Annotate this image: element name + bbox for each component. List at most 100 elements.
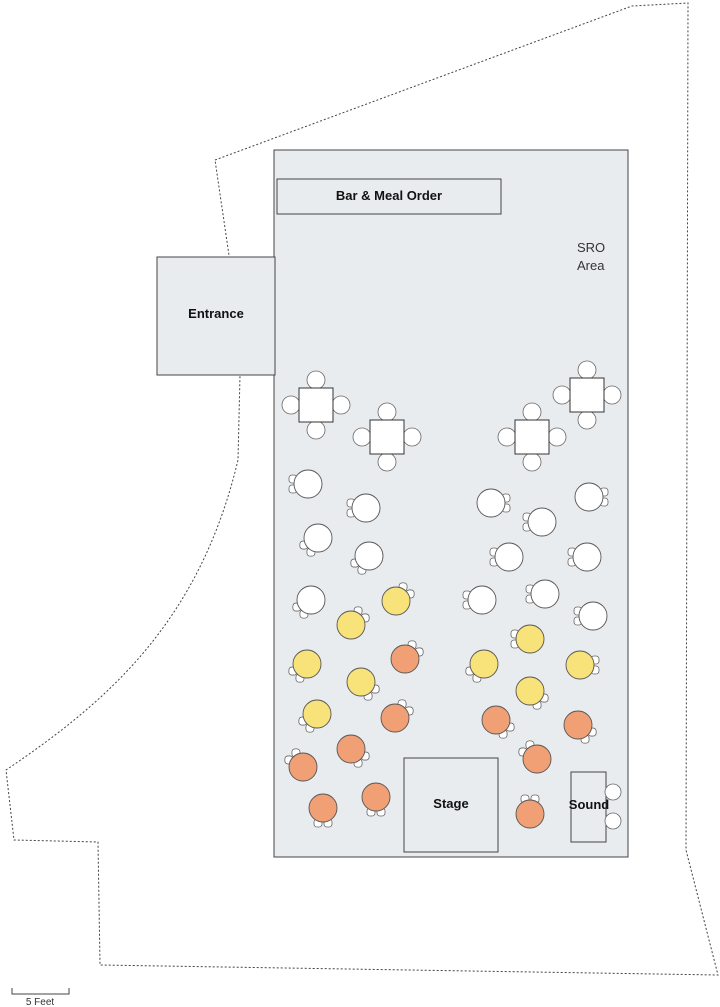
yellow-round-table[interactable] xyxy=(515,676,545,706)
white-round-table[interactable] xyxy=(578,601,608,631)
white-round-table-set[interactable] xyxy=(525,579,560,609)
chair[interactable] xyxy=(522,452,542,472)
white-round-table-set[interactable] xyxy=(346,493,381,523)
yellow-round-table-set[interactable] xyxy=(510,624,545,654)
orange-round-table-set[interactable] xyxy=(336,734,370,768)
white-round-table-set[interactable] xyxy=(573,601,608,631)
orange-round-table[interactable] xyxy=(563,710,593,740)
chair[interactable] xyxy=(602,385,622,405)
sound-chair[interactable] xyxy=(604,783,622,801)
white-round-table[interactable] xyxy=(354,541,384,571)
square-table[interactable] xyxy=(569,377,605,413)
white-round-table[interactable] xyxy=(296,585,326,615)
chair[interactable] xyxy=(306,420,326,440)
white-round-table-set[interactable] xyxy=(350,541,384,575)
chair[interactable] xyxy=(331,395,351,415)
orange-round-table[interactable] xyxy=(522,744,552,774)
scale-label: 5 Feet xyxy=(26,997,55,1007)
square-table-set[interactable] xyxy=(497,402,567,472)
orange-round-table[interactable] xyxy=(308,793,338,823)
orange-round-table-set[interactable] xyxy=(390,640,424,674)
chair[interactable] xyxy=(497,427,517,447)
orange-round-table-set[interactable] xyxy=(481,705,515,739)
yellow-round-table[interactable] xyxy=(381,586,411,616)
white-round-table[interactable] xyxy=(530,579,560,609)
white-round-table[interactable] xyxy=(303,523,333,553)
square-table[interactable] xyxy=(298,387,334,423)
sro-label-line2: Area xyxy=(577,258,605,273)
orange-round-table-set[interactable] xyxy=(380,699,414,733)
white-round-table-set[interactable] xyxy=(522,507,557,537)
square-table[interactable] xyxy=(369,419,405,455)
yellow-round-table-set[interactable] xyxy=(565,650,600,680)
orange-round-table[interactable] xyxy=(481,705,511,735)
white-round-table-set[interactable] xyxy=(489,542,524,572)
chair[interactable] xyxy=(577,360,597,380)
yellow-round-table[interactable] xyxy=(302,699,332,729)
orange-round-table-set[interactable] xyxy=(284,748,318,782)
entrance-area[interactable] xyxy=(156,256,276,376)
yellow-round-table[interactable] xyxy=(515,624,545,654)
square-table[interactable] xyxy=(514,419,550,455)
chair[interactable] xyxy=(552,385,572,405)
sro-label-line1: SRO xyxy=(577,240,605,255)
chair[interactable] xyxy=(522,402,542,422)
square-tables xyxy=(281,360,622,472)
white-round-table-set[interactable] xyxy=(288,469,323,499)
yellow-round-table-set[interactable] xyxy=(298,699,332,733)
yellow-round-table[interactable] xyxy=(292,649,322,679)
white-round-table[interactable] xyxy=(293,469,323,499)
square-table-set[interactable] xyxy=(352,402,422,472)
sound-booth[interactable] xyxy=(570,771,607,843)
yellow-round-table-set[interactable] xyxy=(346,667,380,701)
white-round-table-set[interactable] xyxy=(567,542,602,572)
orange-round-table[interactable] xyxy=(390,644,420,674)
yellow-round-table[interactable] xyxy=(565,650,595,680)
white-round-table[interactable] xyxy=(574,482,604,512)
chair[interactable] xyxy=(352,427,372,447)
bar-meal-order-counter[interactable] xyxy=(276,178,502,215)
white-round-table[interactable] xyxy=(572,542,602,572)
square-table-set[interactable] xyxy=(281,370,351,440)
chair[interactable] xyxy=(547,427,567,447)
orange-round-table-set[interactable] xyxy=(515,794,545,829)
yellow-round-table-set[interactable] xyxy=(381,582,415,616)
yellow-round-table-set[interactable] xyxy=(336,606,370,640)
square-table-set[interactable] xyxy=(552,360,622,430)
white-round-table[interactable] xyxy=(351,493,381,523)
sound-chair[interactable] xyxy=(604,812,622,830)
yellow-round-table-set[interactable] xyxy=(515,676,549,710)
white-round-table-set[interactable] xyxy=(299,523,333,557)
white-round-table[interactable] xyxy=(467,585,497,615)
white-round-table[interactable] xyxy=(476,488,506,518)
orange-round-table-set[interactable] xyxy=(361,782,391,817)
white-round-table-set[interactable] xyxy=(574,482,609,512)
white-round-table[interactable] xyxy=(494,542,524,572)
orange-round-table-set[interactable] xyxy=(518,740,552,774)
yellow-round-table-set[interactable] xyxy=(465,649,499,683)
chair[interactable] xyxy=(281,395,301,415)
orange-round-table[interactable] xyxy=(515,799,545,829)
yellow-round-table[interactable] xyxy=(336,610,366,640)
orange-round-table[interactable] xyxy=(361,782,391,812)
chair[interactable] xyxy=(402,427,422,447)
main-hall xyxy=(273,149,629,858)
orange-round-table[interactable] xyxy=(380,703,410,733)
yellow-round-table[interactable] xyxy=(469,649,499,679)
yellow-round-table[interactable] xyxy=(346,667,376,697)
white-round-table-set[interactable] xyxy=(476,488,511,518)
entrance-label: Entrance xyxy=(188,306,244,321)
orange-round-table-set[interactable] xyxy=(308,793,338,828)
orange-round-table[interactable] xyxy=(336,734,366,764)
yellow-round-table-set[interactable] xyxy=(288,649,322,683)
chair[interactable] xyxy=(377,452,397,472)
chair[interactable] xyxy=(377,402,397,422)
chair[interactable] xyxy=(306,370,326,390)
stage[interactable] xyxy=(403,757,499,853)
orange-round-table-set[interactable] xyxy=(563,710,597,744)
orange-round-table[interactable] xyxy=(288,752,318,782)
white-round-table-set[interactable] xyxy=(292,585,326,619)
chair[interactable] xyxy=(577,410,597,430)
white-round-table[interactable] xyxy=(527,507,557,537)
white-round-table-set[interactable] xyxy=(462,585,497,615)
